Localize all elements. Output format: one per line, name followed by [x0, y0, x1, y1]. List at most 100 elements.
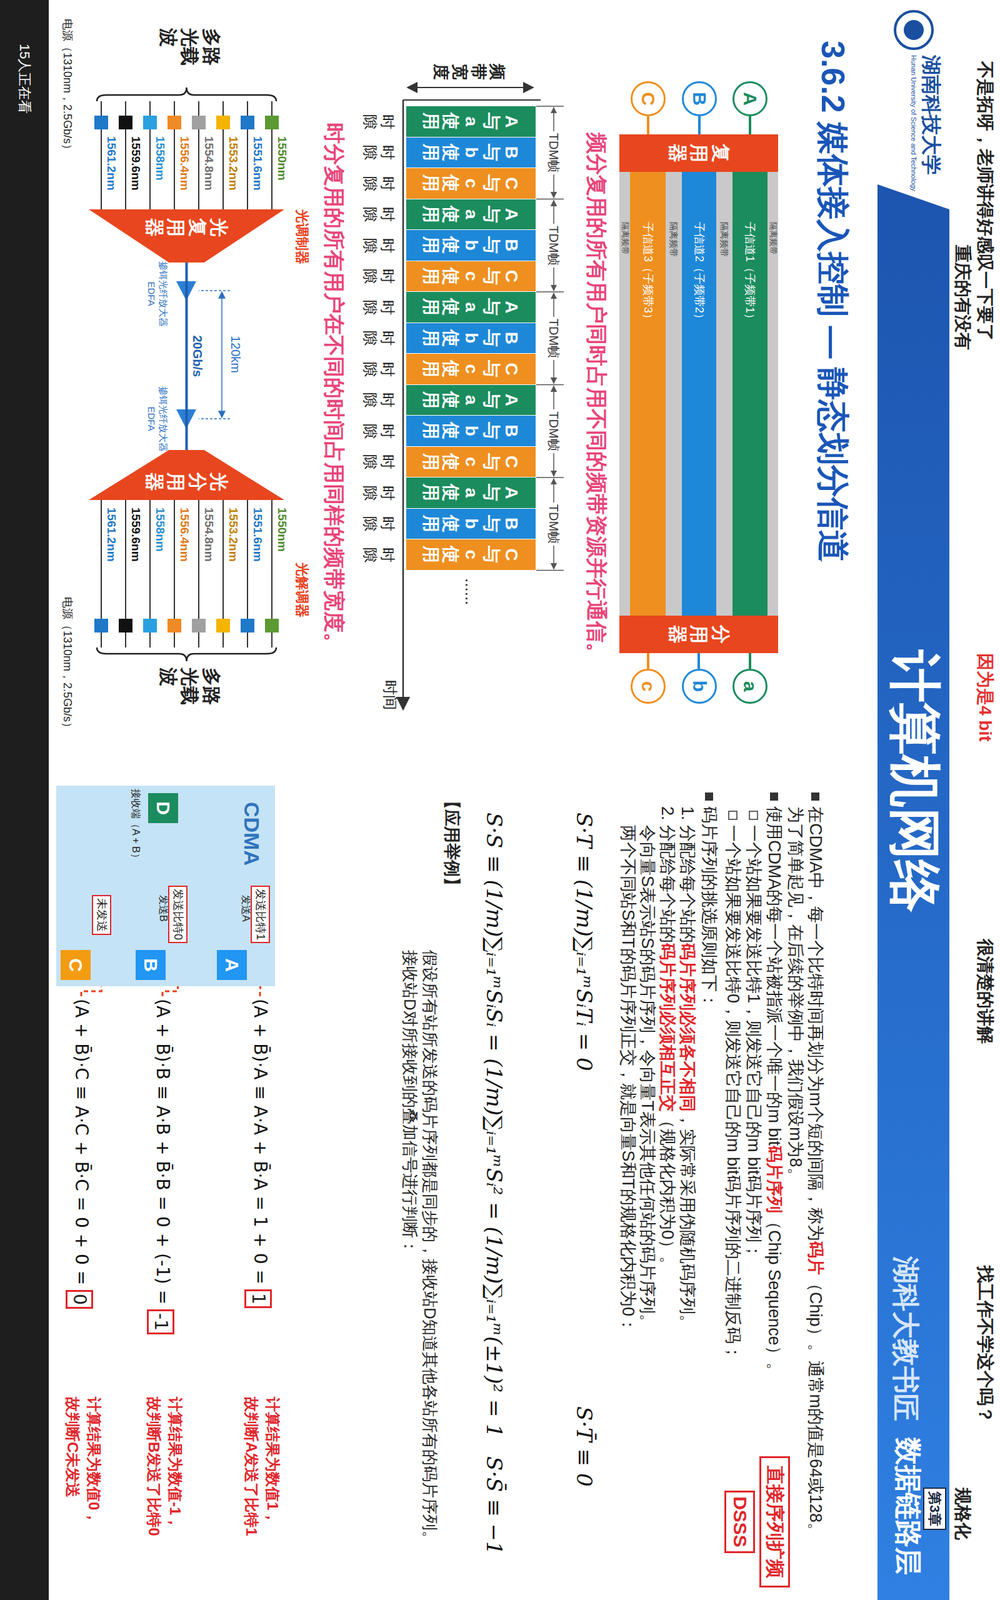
- node-text: C: [65, 958, 87, 972]
- body-text: 使用CDMA的每一个站被指派一个唯一的m bit: [764, 806, 784, 1146]
- demodulator-symbol: [167, 618, 182, 633]
- wavelength-label: 1553.2nm: [226, 507, 240, 562]
- highlight-text: 码片序列: [764, 1145, 784, 1214]
- header-band: [877, 0, 950, 1600]
- bullet-comment: 重庆的有没有: [952, 245, 973, 350]
- body-text: （规格化内积为0）。: [657, 1111, 677, 1274]
- part-name: 多路光载波: [157, 667, 223, 708]
- wavelength-label: 1551.6nm: [250, 507, 265, 562]
- body-text: 假设所有站所发送的码片序列都是同步的，接收站D知道其他各站所有的码片序列。: [420, 950, 439, 1547]
- frame-span: [553, 200, 555, 292]
- frequency-axis: [403, 99, 541, 101]
- node-text: 第3章: [926, 1491, 943, 1527]
- formula: S·T̄ ≡ 0: [571, 1406, 597, 1487]
- optical-multiplexer: 光复用器: [88, 209, 285, 263]
- node-text: C与c使用: [420, 174, 522, 192]
- guard-band: 隔离频带: [619, 171, 630, 616]
- bullet-square: [770, 792, 779, 801]
- part-name: EDFA: [146, 406, 157, 432]
- result-box: 0: [65, 1290, 94, 1309]
- bandwidth-arrow: [407, 86, 534, 89]
- slot-label: 时隙: [361, 330, 397, 346]
- node-text: 1: [248, 1293, 269, 1305]
- university-name-en: Hunan University of Science and Technolo…: [909, 55, 918, 192]
- node-text: 直接序列扩频: [763, 1465, 786, 1579]
- sub-channel-band: 子信道1（子频带1）: [732, 171, 768, 616]
- connector: [185, 262, 189, 450]
- node-text: A与a使用: [420, 112, 522, 130]
- station-circle: a: [732, 668, 768, 704]
- slot-label: 时隙: [361, 238, 397, 254]
- node-text: a: [739, 681, 762, 692]
- wavelength-label: 1554.8nm: [201, 136, 216, 191]
- body-text: ，实际常采用伪随机码序列。: [677, 1111, 697, 1332]
- station-square: D: [148, 793, 179, 824]
- station-circle: C: [630, 81, 666, 117]
- connector: [748, 116, 752, 135]
- node-text: 发送比特0: [171, 888, 185, 940]
- part-name: 光解调器: [294, 562, 310, 618]
- wavelength-label: 1553.2nm: [226, 136, 240, 191]
- node-text: C与c使用: [420, 360, 522, 378]
- station-circle: c: [630, 668, 666, 704]
- frame-span: [553, 478, 555, 570]
- body-text: （Chip）。通常m的值是64或128。: [805, 1275, 825, 1540]
- node-text: b: [688, 680, 711, 692]
- equation: (A + B̄)·A ≡ A·A + B̄·A = 1 + 0 =: [250, 998, 270, 1285]
- time-slot-cell: B与b使用: [406, 323, 536, 355]
- slot-label: 时隙: [361, 547, 397, 563]
- result-note: 故判断B发送了比特0: [145, 1396, 163, 1537]
- time-slot-cell: C与c使用: [406, 539, 536, 571]
- node-text: B与b使用: [420, 421, 522, 440]
- modulator-symbol: [118, 115, 133, 130]
- result-note: 故判断C未发送: [63, 1396, 82, 1498]
- modulator-symbol: [94, 115, 109, 130]
- trapezoid-fill: [88, 450, 285, 500]
- body-text: 一个站如果要发送比特1，则发送它自己的m bit码片序列；: [743, 825, 764, 1260]
- node-text: 隔离频带: [668, 221, 679, 257]
- wavelength-label: 1556.4nm: [177, 507, 192, 562]
- sub-channel-band: 子信道3（子频带3）: [630, 171, 666, 616]
- bullet-square: [705, 792, 714, 801]
- axis-label: 时间: [381, 680, 399, 710]
- frame-tick: [536, 105, 564, 107]
- node-text: A与a使用: [420, 391, 522, 409]
- result-note: 计算结果为数值-1，: [166, 1396, 184, 1530]
- demodulator-symbol: [216, 618, 230, 633]
- result-box: 1: [244, 1289, 272, 1309]
- frame-label: TDM帧: [546, 131, 561, 175]
- connector: [646, 116, 650, 135]
- node-text: 隔离频带: [768, 221, 778, 255]
- modulator-symbol: [240, 115, 255, 130]
- dimension-label: 120km: [228, 333, 243, 375]
- body-text: 在CDMA中，每一个比特时间再划分为m个短的间隔，称为: [805, 806, 825, 1242]
- formula: S·S ≡ (1/m)∑ᵢ₌₁ᵐSᵢSᵢ = (1/m)∑ᵢ₌₁ᵐSᵢ² = (…: [481, 812, 507, 1438]
- signal-note: 电源（1310nm，2.5Gb/s）: [60, 18, 74, 155]
- time-slot-cell: A与a使用: [406, 106, 536, 138]
- node-text: DSSS: [728, 1496, 751, 1548]
- optical-demultiplexer: 光分用器: [88, 450, 285, 500]
- node-text: C与c使用: [420, 545, 522, 564]
- node-text: 子信道1（子频带1）: [743, 221, 757, 325]
- demodulator-symbol: [118, 618, 133, 633]
- wavelength-label: 1550nm: [275, 507, 289, 552]
- station-square: A: [216, 950, 247, 980]
- course-title: 计算机网络: [884, 650, 945, 913]
- body-text: （Chip Sequence）。: [764, 1213, 784, 1380]
- carrier-brace: [96, 87, 277, 102]
- slot-label: 时隙: [361, 300, 397, 315]
- logo-ground: [877, 0, 950, 210]
- ellipsis: ......: [461, 578, 480, 605]
- send-tag: 未发送: [91, 895, 112, 935]
- frame-label: TDM帧: [546, 502, 561, 546]
- bullet-square: [811, 792, 820, 801]
- wavelength-label: 1558nm: [153, 136, 167, 181]
- wavelength-label: 1550nm: [275, 136, 289, 181]
- logo-core: [903, 20, 924, 40]
- frame-span: [553, 107, 555, 199]
- bullet-comment: 不是拓呀，老师讲得好感叹一下要了: [975, 61, 995, 342]
- frame-span: [553, 293, 555, 384]
- signal-note: 电源（1310nm，2.5Gb/s）: [60, 596, 74, 734]
